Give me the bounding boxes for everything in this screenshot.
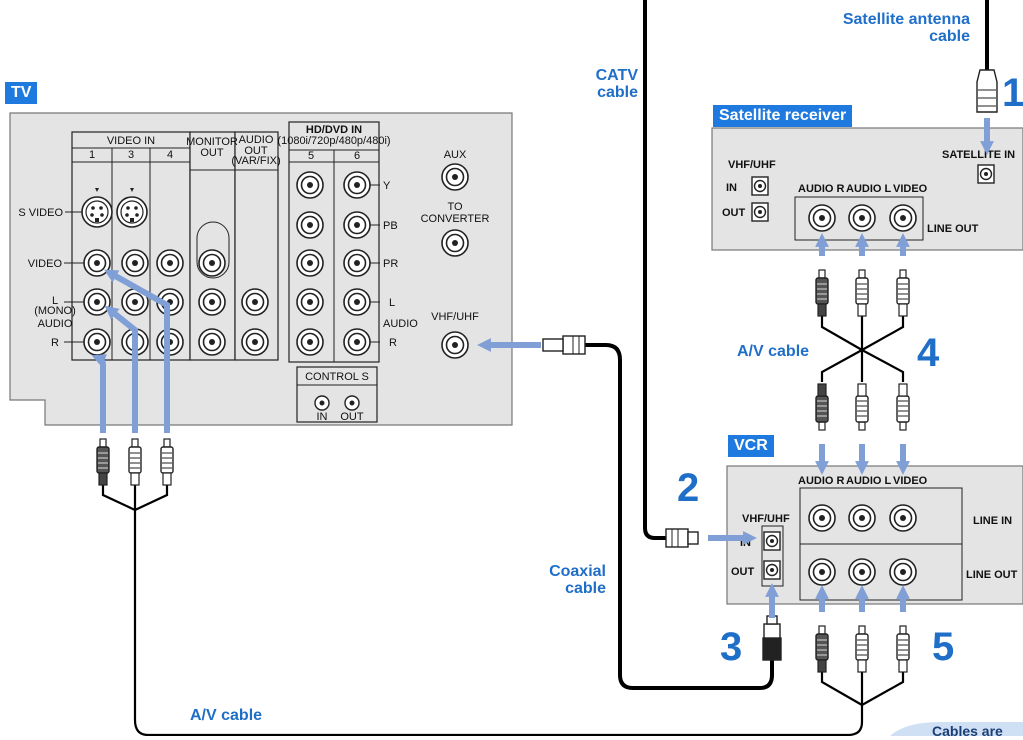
tv-hd-r-label: R [389, 337, 397, 349]
tv-to-label: TO [447, 201, 463, 213]
vcr-line-out-label: LINE OUT [966, 569, 1018, 581]
av-cable-top-label: A/V cable [737, 343, 810, 360]
tv-aux-label: AUX [444, 149, 467, 161]
vcr-line-in-label: LINE IN [973, 515, 1012, 527]
tv-audio-out-label: AUDIO [239, 134, 274, 146]
tv-in6-label: 6 [354, 150, 360, 162]
tv-svideo-label: S VIDEO [18, 207, 63, 219]
vcr-audio-r-label: AUDIO R [798, 475, 845, 487]
satellite-antenna-line2: cable [929, 28, 970, 45]
tv-cs-in-label: IN [317, 411, 328, 423]
step-3-number: 3 [720, 625, 743, 669]
tv-converter-label: CONVERTER [421, 213, 490, 225]
tv-hd-formats-label: (1080i/720p/480p/480i) [277, 135, 390, 147]
tv-monitor-out-label: MONITOR [186, 136, 238, 148]
step-1-number: 1 [1002, 71, 1023, 115]
tv-video-label: VIDEO [28, 258, 63, 270]
tv-audio-out-label2: OUT [244, 145, 268, 157]
tv-cs-out-label: OUT [340, 411, 364, 423]
tv-mono-label: (MONO) [34, 305, 76, 317]
sat-satellite-in-label: SATELLITE IN [942, 149, 1015, 161]
step-4-number: 4 [917, 331, 940, 375]
step-5-number: 5 [932, 625, 955, 669]
catv-line2: cable [597, 84, 638, 101]
tv-audio-out-label3: (VAR/FIX) [231, 155, 280, 167]
tv-monitor-out-label2: OUT [200, 147, 224, 159]
step-2-number: 2 [677, 466, 700, 510]
tv-in3-label: 3 [128, 149, 134, 161]
tv-pb-label: PB [383, 220, 398, 232]
plugs [96, 69, 998, 673]
coaxial-line1: Coaxial [549, 563, 606, 580]
coaxial-cable-label: Coaxial cable [530, 563, 606, 597]
tv-audio-label: AUDIO [38, 318, 73, 330]
tv-vhf-uhf-label: VHF/UHF [431, 311, 479, 323]
sat-out-label: OUT [722, 207, 746, 219]
tv-l-label: L [52, 295, 58, 307]
cables [101, 0, 989, 736]
tv-in1-label: 1 [89, 149, 95, 161]
tv-y-label: Y [383, 180, 391, 192]
vcr-panel: AUDIO R AUDIO L VIDEO VHF/UHF IN OUT LIN… [726, 465, 1023, 605]
satellite-antenna-cable-label: Satellite antenna cable [820, 11, 970, 45]
tv-rear-panel: VIDEO IN 1 3 4 MONITOR OUT AUDIO OUT (VA… [9, 112, 513, 426]
coaxial-line2: cable [565, 580, 606, 597]
sat-vhf-uhf-label: VHF/UHF [728, 159, 776, 171]
vcr-vhf-uhf-label: VHF/UHF [742, 513, 790, 525]
tv-header: TV [5, 82, 38, 104]
tv-in4-label: 4 [167, 149, 173, 161]
vcr-video-label: VIDEO [893, 475, 928, 487]
tv-pr-label: PR [383, 258, 398, 270]
tv-control-s-label: CONTROL S [305, 371, 369, 383]
vcr-header: VCR [728, 435, 774, 457]
sat-audio-l-label: AUDIO L [846, 183, 892, 195]
vcr-audio-l-label: AUDIO L [846, 475, 892, 487]
note-bubble [890, 722, 1023, 736]
sat-video-label: VIDEO [893, 183, 928, 195]
cables-note-label: Cables are [932, 723, 1003, 739]
tv-r-label: R [51, 337, 59, 349]
satellite-antenna-line1: Satellite antenna [842, 11, 970, 28]
satellite-receiver-header: Satellite receiver [713, 105, 853, 127]
sat-audio-r-label: AUDIO R [798, 183, 845, 195]
tv-hd-audio-label: AUDIO [383, 318, 418, 330]
sat-line-out-label: LINE OUT [927, 223, 979, 235]
catv-cable-label: CATV cable [580, 67, 638, 101]
av-cable-bottom-label: A/V cable [190, 707, 263, 724]
connection-arrows [91, 118, 994, 618]
tv-video-in-label: VIDEO IN [107, 135, 155, 147]
tv-in5-label: 5 [308, 150, 314, 162]
tv-hd-dvd-in-label: HD/DVD IN [306, 124, 362, 136]
sat-in-label: IN [726, 182, 737, 194]
vcr-out-label: OUT [731, 566, 755, 578]
satellite-receiver-panel: VHF/UHF IN OUT AUDIO R AUDIO L VIDEO SAT… [711, 127, 1023, 251]
tv-hd-l-label: L [389, 297, 395, 309]
catv-line1: CATV [595, 67, 638, 84]
